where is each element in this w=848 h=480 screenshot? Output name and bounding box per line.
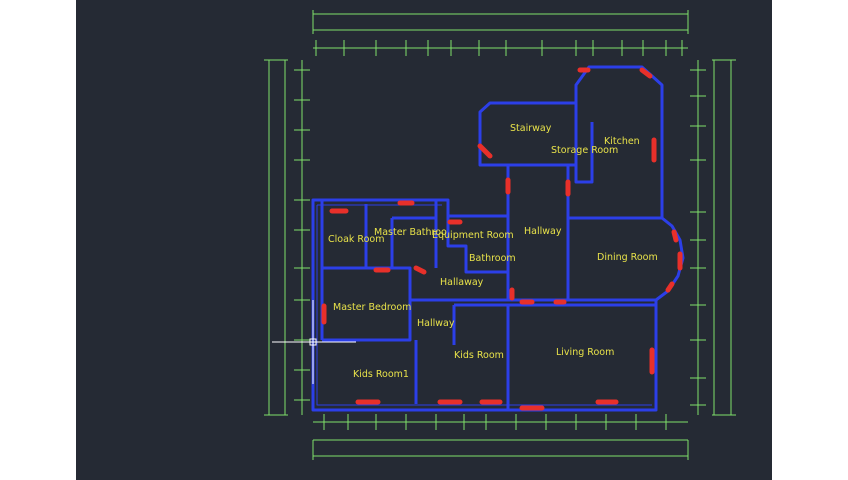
- crosshair-cursor-icon: [272, 300, 356, 384]
- room-labels: Stairway Kitchen Storage Room Cloak Room…: [328, 123, 658, 380]
- floor-plan-drawing[interactable]: Stairway Kitchen Storage Room Cloak Room…: [76, 0, 848, 480]
- room-label-hallway-right: Hallway: [524, 226, 562, 237]
- room-label-stairway: Stairway: [510, 123, 552, 134]
- room-label-bathroom: Bathroom: [469, 253, 516, 264]
- room-label-storage-room: Storage Room: [551, 145, 618, 156]
- room-label-master-bedroom: Master Bedroom: [333, 302, 411, 313]
- windows: [321, 67, 683, 411]
- room-label-cloak-room: Cloak Room: [328, 234, 384, 245]
- room-label-kids-room1: Kids Room1: [353, 369, 409, 380]
- room-label-kitchen: Kitchen: [604, 136, 640, 147]
- room-label-master-bathroom: Master Bathroo: [374, 227, 447, 238]
- room-label-hallway-center: Hallaway: [440, 277, 484, 288]
- room-label-living-room: Living Room: [556, 347, 614, 358]
- dimension-lines: [264, 10, 736, 460]
- room-label-hallway-small: Hallway: [417, 318, 455, 329]
- room-label-equipment-room: Equipment Room: [432, 230, 514, 241]
- room-label-dining-room: Dining Room: [597, 252, 658, 263]
- cad-viewport[interactable]: Stairway Kitchen Storage Room Cloak Room…: [76, 0, 772, 480]
- room-label-kids-room: Kids Room: [454, 350, 504, 361]
